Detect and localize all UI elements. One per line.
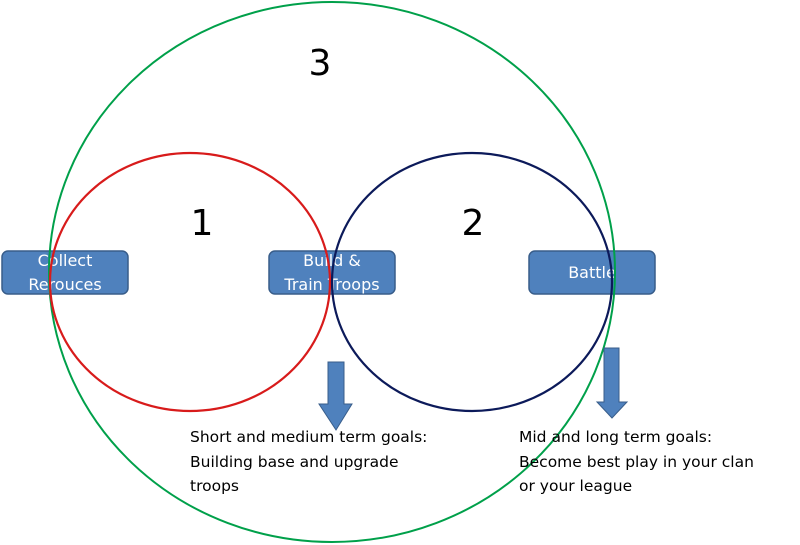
box-build-line1: Build & xyxy=(303,251,361,270)
down-arrow-icon xyxy=(595,347,629,419)
box-collect-line1: Collect xyxy=(38,251,93,270)
box-battle-label: Battle xyxy=(568,263,616,282)
short-term-goals: Short and medium term goals: Building ba… xyxy=(190,428,427,495)
right-circle xyxy=(330,151,614,413)
down-arrow-icon xyxy=(318,361,353,431)
goal-line: Mid and long term goals: xyxy=(519,428,712,446)
zone-number-2: 2 xyxy=(462,203,485,244)
left-circle xyxy=(48,151,332,413)
box-collect-line2: Rerouces xyxy=(28,275,101,294)
long-term-goals: Mid and long term goals: Become best pla… xyxy=(519,428,754,495)
box-battle: Battle xyxy=(528,250,656,295)
zone-number-1: 1 xyxy=(191,203,214,244)
zone-number-3: 3 xyxy=(309,43,332,84)
goal-line: troops xyxy=(190,477,239,495)
goal-line: Become best play in your clan xyxy=(519,453,754,471)
goal-line: Short and medium term goals: xyxy=(190,428,427,446)
goal-line: Building base and upgrade xyxy=(190,453,399,471)
box-collect-resources: Collect Rerouces xyxy=(1,250,129,295)
goal-line: or your league xyxy=(519,477,632,495)
outer-circle xyxy=(48,1,616,543)
